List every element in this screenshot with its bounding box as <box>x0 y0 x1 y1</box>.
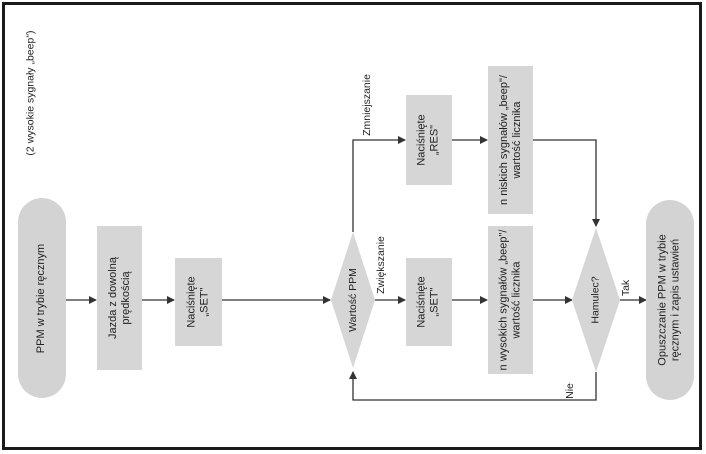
diagram-frame <box>2 2 702 450</box>
press-set2-box: Naciśnięte„SET" <box>406 258 452 346</box>
arrow-brake-no-loop <box>349 371 597 401</box>
arrow-low-to-brake <box>533 139 600 227</box>
decision-value-label: Wartość PPM <box>347 268 360 332</box>
press-set-box: Naciśnięte„SET" <box>175 258 222 346</box>
label-decrease: Zmniejszanie <box>361 74 374 136</box>
start-node: PPM w trybie ręcznym <box>18 198 66 398</box>
decision-brake-label: Hamulec? <box>590 276 602 324</box>
decision-brake-shape <box>572 228 620 372</box>
label-yes: Tak <box>620 279 632 297</box>
press-res-box: Naciśnięte„RES" <box>406 95 452 185</box>
branch-decrease <box>352 136 406 232</box>
low-beeps-box: n niskich sygnałów „beep"/wartość liczni… <box>488 66 533 214</box>
note-text: (2 wysokie sygnały „beep") <box>25 30 37 156</box>
label-no: Nie <box>563 383 576 399</box>
high-beeps-box: n wysokich sygnałów „beep"/wartość liczn… <box>488 226 533 374</box>
decision-value-shape <box>331 232 375 368</box>
label-increase: Zwiększanie <box>375 236 387 294</box>
